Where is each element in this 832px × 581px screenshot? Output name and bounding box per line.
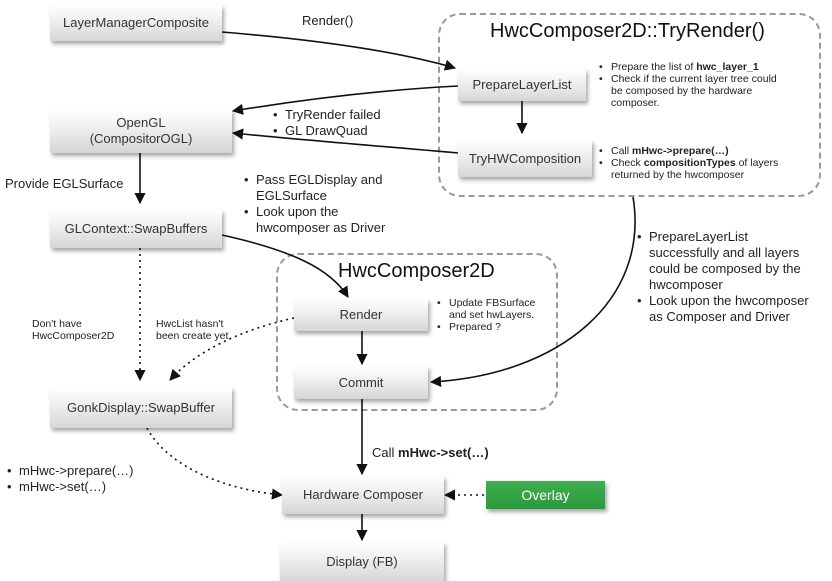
provide-egl-label: Provide EGLSurface [5,176,124,191]
gonk-set-item: mHwc->set(…) [6,479,134,495]
arrow-gonk-to-hwc [146,427,284,500]
try-note-item-1: Call mHwc->prepare(…) [598,145,778,157]
overlay-node: Overlay [486,481,605,509]
compositor-ogl-label: (CompositorOGL) [89,131,193,146]
commit-node: Commit [294,366,428,399]
opengl-node: OpenGL (CompositorOGL) [50,109,232,153]
try-render-failed-note: TryRender failed GL DrawQuad [272,107,381,139]
layer-manager-composite-node: LayerManagerComposite [50,5,222,41]
render-node: Render [294,299,428,331]
render-note-item-2: Prepared ? [436,321,535,333]
prepare-layer-list-node: PrepareLayerList [458,69,586,101]
arrow-success-to-commit [429,196,636,388]
commit-label: Commit [338,374,384,390]
try-hw-composition-label: TryHWComposition [468,150,582,166]
try-note-item-2: Check compositionTypes of layersreturned… [598,157,778,181]
try-hw-composition-note: Call mHwc->prepare(…) Check compositionT… [598,145,778,181]
gonk-display-swapbuffer-node: GonkDisplay::SwapBuffer [50,387,232,428]
hardware-composer-label: Hardware Composer [303,487,423,502]
overlay-label: Overlay [521,487,570,503]
display-fb-label: Display (FB) [326,553,398,569]
glcontext-swapbuffers-node: GLContext::SwapBuffers [50,210,222,248]
prepare-layer-list-note: Prepare the list of hwc_layer_1 Check if… [598,61,777,109]
glcontext-swapbuffers-label: GLContext::SwapBuffers [64,221,208,236]
gonk-prepare-item: mHwc->prepare(…) [6,463,134,479]
arrow-try-render-failed [231,85,459,115]
try-render-group [438,13,821,197]
hwc-composer-group [276,253,558,411]
try-hw-composition-node: TryHWComposition [458,140,592,177]
prepare-note-item-2: Check if the current layer tree couldbe … [598,73,777,109]
arrow-gl-drawquad [231,128,459,154]
try-render-title: HwcComposer2D::TryRender() [490,20,765,42]
prepare-layer-list-label: PrepareLayerList [472,77,572,92]
hardware-composer-node: Hardware Composer [282,476,444,514]
gl-drawquad-item: GL DrawQuad [272,123,381,139]
prepare-note-item-1: Prepare the list of hwc_layer_1 [598,61,777,73]
opengl-label: OpenGL [116,115,166,130]
hwc-composer-title: HwcComposer2D [338,260,495,282]
display-fb-node: Display (FB) [280,542,444,581]
call-set-label: Call mHwc->set(…) [372,445,489,460]
layer-manager-composite-label: LayerManagerComposite [63,15,209,30]
render-call-label: Render() [302,13,354,28]
arrow-glcontext-to-render [221,234,349,298]
try-render-failed-item: TryRender failed [272,107,381,123]
gonk-calls-note: mHwc->prepare(…) mHwc->set(…) [6,463,134,495]
render-label: Render [339,307,383,322]
arrow-render-call [221,31,457,71]
gonk-display-swapbuffer-label: GonkDisplay::SwapBuffer [67,399,215,415]
arrow-render-to-gonk [169,317,295,381]
